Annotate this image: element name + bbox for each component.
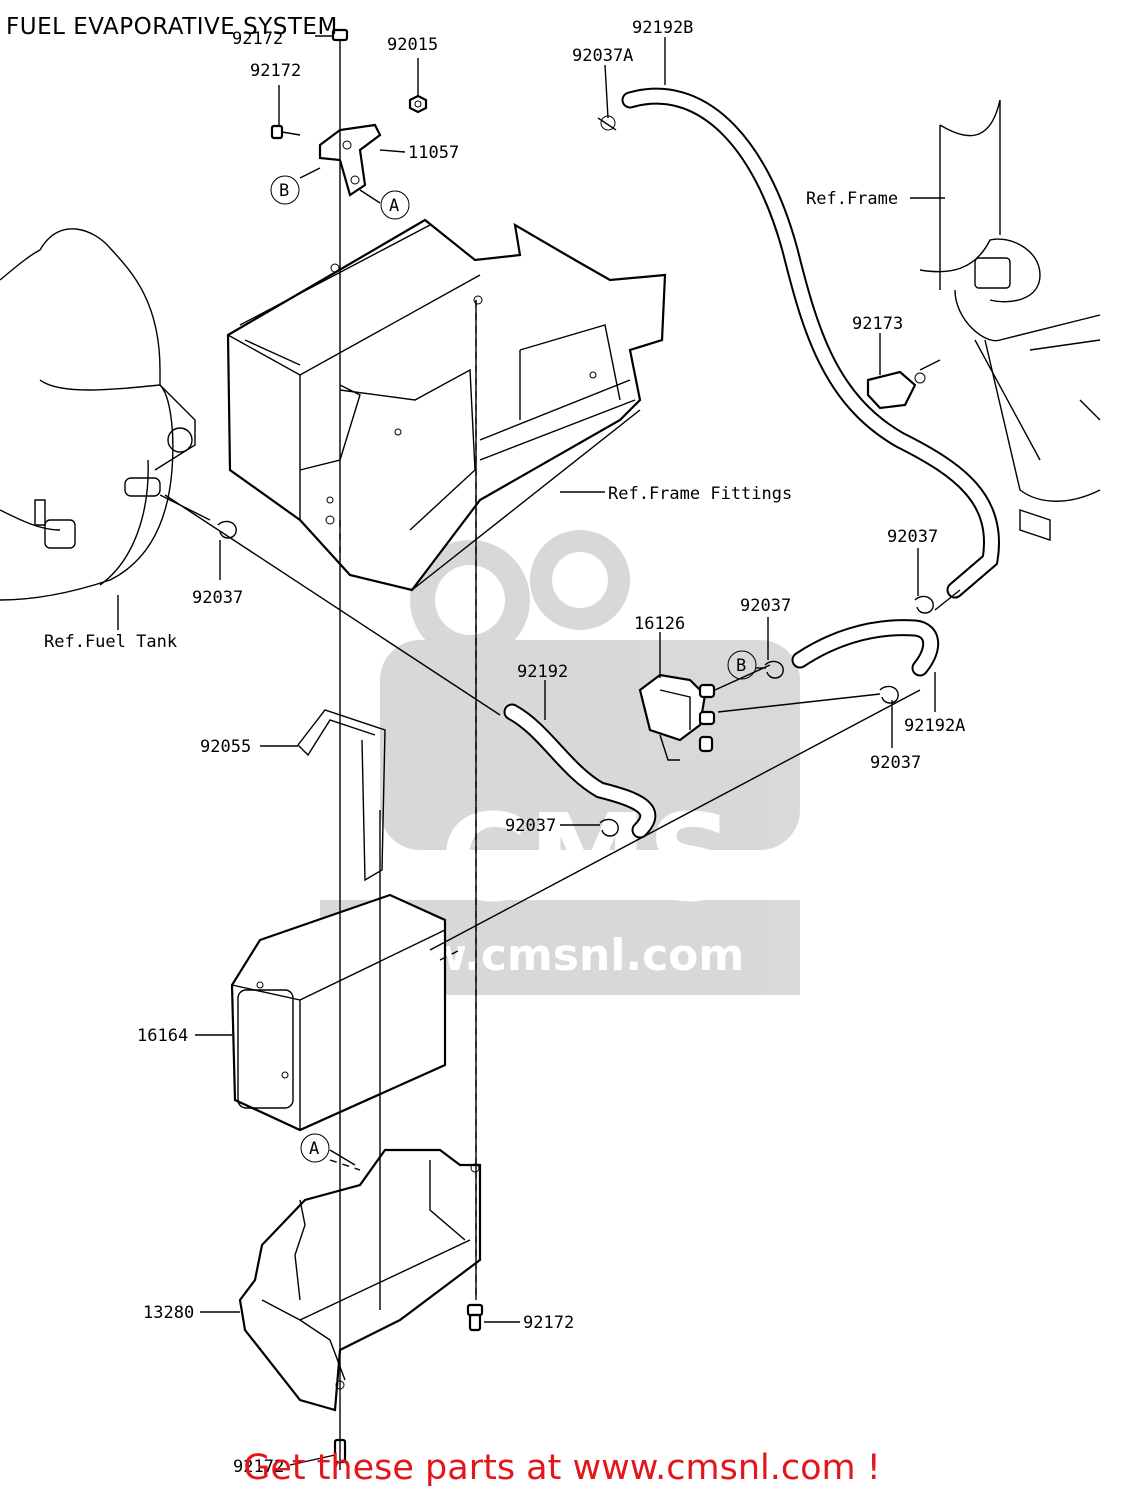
marker-b-mid-text: B [736, 656, 746, 676]
label-92172-left: 92172 [250, 61, 301, 81]
cover-box [226, 218, 667, 592]
assembly-lines [159, 60, 961, 1470]
label-92015: 92015 [387, 35, 438, 55]
clamp-92037-lower [879, 685, 899, 704]
label-92192B: 92192B [632, 18, 693, 38]
label-92037-right: 92037 [887, 527, 938, 547]
marker-b-mid: B [727, 650, 757, 680]
fuel-tank [0, 228, 196, 601]
clamp-92037-center [599, 818, 619, 837]
label-16126: 16126 [634, 614, 685, 634]
label-92172-bottom-right: 92172 [523, 1313, 574, 1333]
watermark-letters: CMS [440, 790, 734, 929]
marker-a-bottom-text: A [309, 1139, 319, 1159]
part-labels: 92172 92015 92172 11057 92037A 92192B Re… [44, 18, 965, 1477]
clamp-92037-left [217, 520, 237, 539]
clamp-92037-right [914, 595, 934, 614]
label-92037-left: 92037 [192, 588, 243, 608]
label-92192: 92192 [517, 662, 568, 682]
canister-16164 [230, 893, 447, 1132]
bolt-92172-left [270, 124, 301, 140]
nut-92015 [408, 94, 428, 114]
marker-a-bottom: A [300, 1133, 330, 1163]
label-92037-lower: 92037 [870, 753, 921, 773]
label-16164: 16164 [137, 1026, 188, 1046]
frame-section [919, 99, 1101, 541]
label-92037A: 92037A [572, 46, 633, 66]
part-92173 [866, 370, 926, 410]
label-ref-fuel-tank: Ref.Fuel Tank [44, 632, 177, 652]
label-92172-bottom: 92172 [233, 1457, 284, 1477]
watermark: CMS www.cmsnl.com [320, 530, 800, 995]
label-92037-center: 92037 [505, 816, 556, 836]
marker-a-top-text: A [389, 196, 399, 216]
marker-b-top-text: B [279, 181, 289, 201]
bracket-92055 [297, 709, 386, 882]
leader-lines [117, 35, 945, 1466]
bracket-11057 [318, 123, 382, 197]
label-11057: 11057 [408, 143, 459, 163]
tray-13280 [238, 1148, 482, 1412]
label-92172-top: 92172 [232, 29, 283, 49]
clamp-92037A [597, 115, 617, 131]
page-title: FUEL EVAPORATIVE SYSTEM [6, 14, 338, 40]
marker-b-top: B [270, 175, 300, 205]
label-92173: 92173 [852, 314, 903, 334]
bolt-92172-top [331, 28, 349, 60]
hose-92192A [791, 619, 940, 677]
hose-92192 [503, 703, 657, 839]
label-92192A: 92192A [904, 716, 965, 736]
label-92055: 92055 [200, 737, 251, 757]
label-ref-frame: Ref.Frame [806, 189, 898, 209]
hose-92192B [621, 87, 1000, 599]
bolt-92172-bottom-right [466, 1303, 484, 1332]
valve-16126 [638, 673, 716, 761]
label-92037-mid: 92037 [740, 596, 791, 616]
marker-a-top: A [380, 190, 410, 220]
label-ref-frame-fittings: Ref.Frame Fittings [608, 484, 792, 504]
clamp-92037-mid [764, 660, 784, 679]
label-13280: 13280 [143, 1303, 194, 1323]
cmsnl-banner-link[interactable]: Get these parts at www.cmsnl.com ! [243, 1448, 881, 1488]
